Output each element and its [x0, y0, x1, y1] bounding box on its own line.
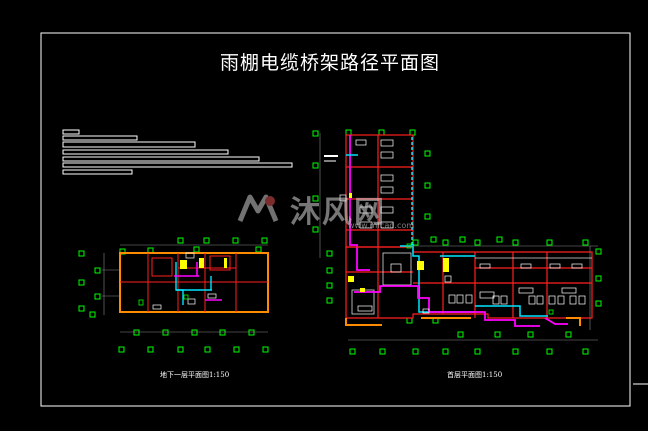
watermark-url: www.mfcad.com	[348, 221, 415, 230]
axis-markers-bottom	[118, 329, 269, 353]
wing-cable-tray-magenta	[349, 135, 358, 262]
axis-markers-left	[78, 250, 101, 318]
wing-walls	[345, 134, 414, 248]
left-floor-plan	[78, 237, 269, 353]
right-floor-plan	[312, 129, 602, 355]
left-plan-caption: 地下一层平面图1:150	[160, 371, 230, 379]
axis-markers-wing-top	[312, 129, 431, 304]
main-dimension-lines	[348, 245, 598, 341]
main-outer-wall	[345, 317, 581, 326]
main-cable-tray-cyan	[400, 244, 548, 317]
right-plan-caption: 首层平面图1:150	[447, 371, 503, 379]
axis-markers-top	[119, 237, 268, 255]
main-cable-tray-magenta	[354, 262, 568, 327]
left-equipment-outlines	[152, 252, 217, 310]
main-equipment-outlines	[357, 263, 586, 314]
main-yellow-equipment	[348, 258, 449, 292]
dimension-lines	[102, 244, 268, 333]
axis-markers-main-top	[412, 236, 602, 307]
left-equipment	[180, 258, 227, 269]
left-interior-walls	[120, 253, 268, 312]
drawing-title: 雨棚电缆桥架路径平面图	[219, 52, 440, 74]
notes-block	[62, 129, 293, 175]
wing-equipment	[339, 139, 394, 229]
sheet-frame	[40, 32, 631, 407]
left-cable-tray-magenta	[174, 262, 222, 301]
wing-yellow-markers	[349, 193, 352, 198]
